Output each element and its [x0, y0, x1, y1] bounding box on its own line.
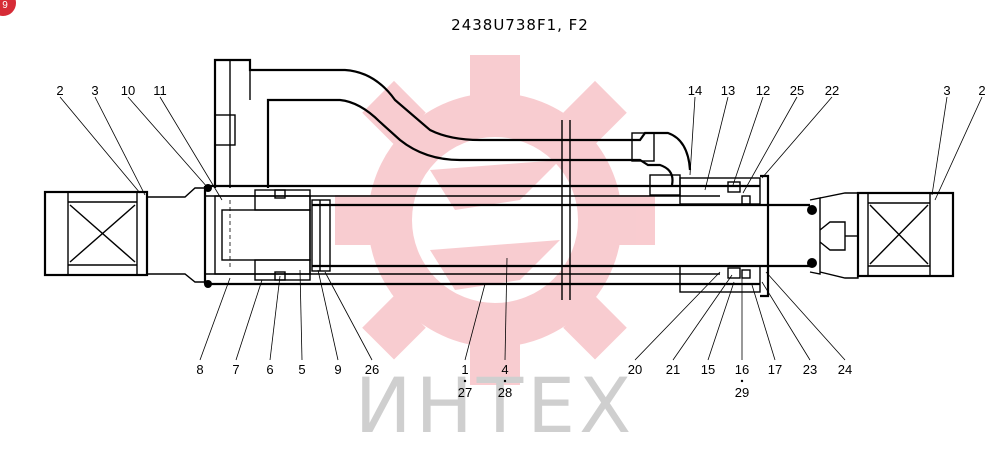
bottom-label-group: 8 7 6 5 9 26 1 4 20 21 15 16 17 23 24 27…	[196, 362, 852, 400]
watermark-gear-icon	[335, 55, 655, 385]
part-label: 3	[91, 83, 98, 98]
part-label: 24	[838, 362, 852, 377]
top-leaders	[59, 96, 983, 201]
drawing-title: 2438U738F1, F2	[451, 16, 589, 34]
part-label: 15	[701, 362, 715, 377]
top-label-group: 2 3 10 11 14 13 12 25 22 3 2	[56, 83, 985, 98]
part-label: 23	[803, 362, 817, 377]
part-label: 27	[458, 385, 472, 400]
hydraulic-pipe	[213, 58, 692, 196]
piston-rod	[311, 174, 858, 298]
part-label: 6	[266, 362, 273, 377]
part-label: 11	[153, 83, 167, 98]
part-label: 2	[978, 83, 985, 98]
bottom-leaders	[199, 257, 846, 361]
part-label: 4	[501, 362, 508, 377]
part-label: 25	[790, 83, 804, 98]
part-label: 1	[461, 362, 468, 377]
corner-badge-text: 9	[2, 0, 8, 11]
part-label: 28	[498, 385, 512, 400]
part-label: 10	[121, 83, 135, 98]
part-label: 17	[768, 362, 782, 377]
part-label: 22	[825, 83, 839, 98]
part-label: 5	[298, 362, 305, 377]
part-label: 9	[334, 362, 341, 377]
left-clevis	[43, 187, 206, 283]
part-label: 26	[365, 362, 379, 377]
part-label: 7	[232, 362, 239, 377]
part-label: 8	[196, 362, 203, 377]
part-label: 2	[56, 83, 63, 98]
part-label: 13	[721, 83, 735, 98]
part-label: 29	[735, 385, 749, 400]
part-label: 14	[688, 83, 702, 98]
piston	[214, 189, 311, 281]
part-label: 3	[943, 83, 950, 98]
part-label: 21	[666, 362, 680, 377]
watermark-text: ИНТЕХ	[355, 361, 636, 450]
right-clevis	[819, 191, 955, 279]
part-label: 16	[735, 362, 749, 377]
part-label: 20	[628, 362, 642, 377]
cylinder-tube	[203, 120, 760, 300]
part-label: 12	[756, 83, 770, 98]
corner-badge-icon	[0, 0, 16, 16]
